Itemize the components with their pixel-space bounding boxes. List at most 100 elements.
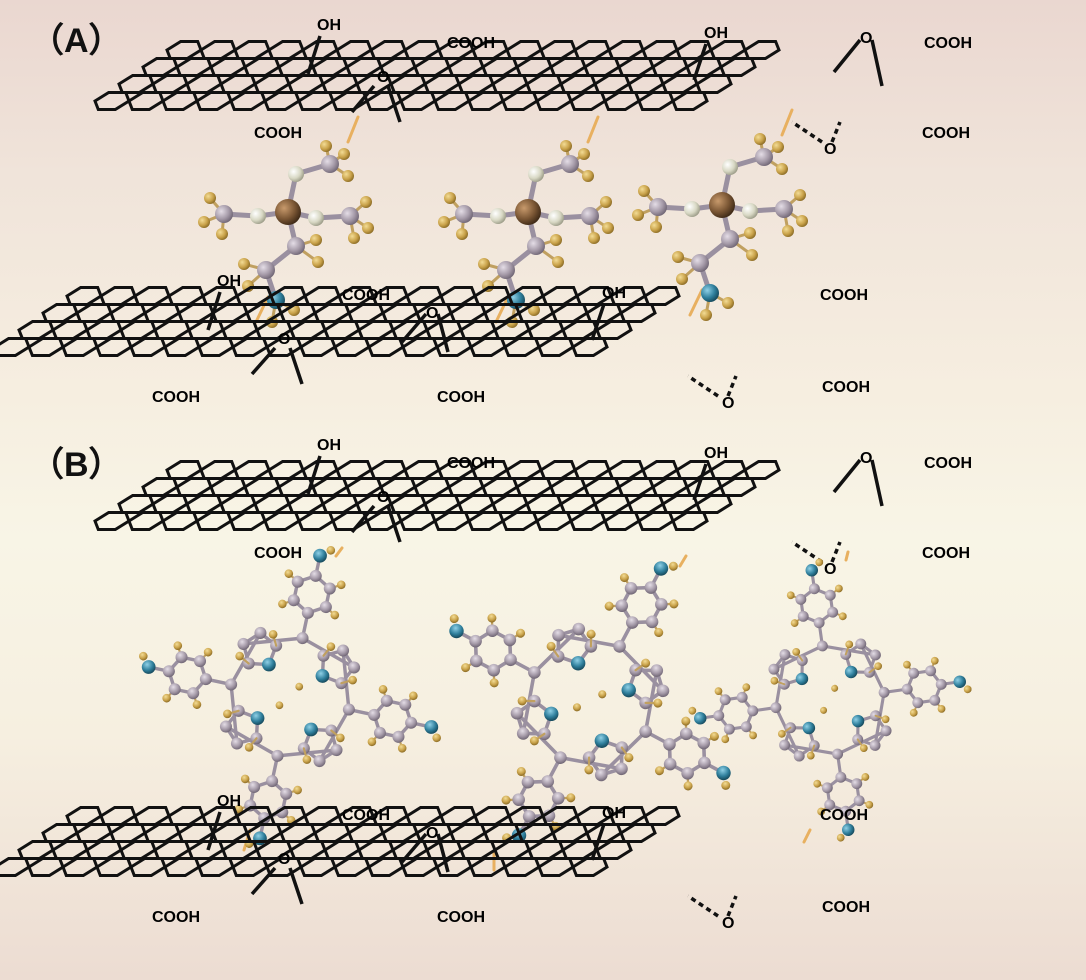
graphene-hexagon [287, 494, 325, 514]
carbon-atom [719, 694, 731, 706]
graphene-hexagon [297, 511, 335, 531]
hydrogen-atom [624, 753, 634, 763]
graphene-hexagon [335, 40, 373, 60]
graphene-hexagon [297, 91, 335, 111]
graphene-hexagon [571, 337, 609, 357]
carbon-atom [257, 261, 275, 279]
functional-group-bond [350, 84, 376, 114]
hydrogen-atom [845, 640, 854, 649]
graphene-hexagon [433, 511, 471, 531]
hydrogen-atom [859, 744, 868, 753]
functional-group-bond [791, 120, 823, 144]
graphene-hexagon [525, 494, 563, 514]
graphene-hexagon [109, 303, 147, 323]
carbon-atom [813, 617, 825, 629]
hydrogen-atom [235, 651, 244, 661]
functional-group-bond [870, 39, 884, 87]
hydrogen-atom [654, 766, 664, 776]
graphene-hexagon [263, 511, 301, 531]
graphene-hexagon [303, 806, 341, 826]
carbon-atom [851, 778, 863, 790]
graphene-hexagon [141, 57, 179, 77]
functional-group-label: OH [317, 437, 341, 454]
graphene-hexagon [539, 460, 577, 480]
molecule-layer-b [139, 546, 972, 872]
graphene-hexagon [279, 823, 317, 843]
hydrogen-atom [834, 584, 843, 593]
graphene-hexagon [439, 806, 477, 826]
graphene-hexagon [447, 477, 485, 497]
functional-group-label: OH [602, 805, 626, 822]
hydrogen-atom [794, 189, 806, 201]
carbon-atom [649, 198, 667, 216]
graphene-hexagon [525, 74, 563, 94]
atom-bond [802, 828, 812, 844]
carbon-atom [935, 678, 947, 690]
graphene-hexagon [695, 494, 733, 514]
graphene-hexagon [515, 57, 553, 77]
light-atom [250, 208, 266, 224]
carbon-atom [301, 606, 314, 619]
graphene-hexagon [399, 91, 437, 111]
graphene-hexagon [231, 857, 269, 877]
carbon-atom [237, 637, 250, 650]
graphene-hexagon [95, 337, 133, 357]
graphene-hexagon [423, 494, 461, 514]
carbon-atom [552, 628, 565, 642]
hydrogen-atom [714, 687, 723, 696]
graphene-hexagon [469, 857, 507, 877]
epoxy-oxygen-label: O [377, 69, 389, 86]
hydrogen-atom [489, 678, 499, 688]
functional-group-bond [386, 505, 402, 543]
graphene-hexagon [199, 40, 237, 60]
carbon-atom [319, 601, 332, 614]
hydrogen-atom [688, 706, 697, 715]
graphene-hexagon [253, 494, 291, 514]
graphene-hexagon [95, 857, 133, 877]
hydrogen-atom [293, 785, 302, 795]
epoxy-oxygen-label: O [426, 825, 438, 842]
hydrogen-atom [672, 251, 684, 263]
carbon-atom [855, 638, 867, 650]
linker-molecule [438, 115, 614, 328]
carbon-atom [373, 726, 386, 739]
hydrogen-atom [632, 209, 644, 221]
hydrogen-atom [838, 612, 847, 621]
graphene-hexagon [347, 303, 385, 323]
graphene-hexagon [109, 823, 147, 843]
graphene-hexagon [153, 840, 191, 860]
graphene-hexagon [185, 494, 223, 514]
graphene-hexagon [335, 460, 373, 480]
hydrogen-atom [792, 647, 801, 656]
graphene-hexagon [27, 337, 65, 357]
hydrogen-atom [777, 729, 786, 738]
carbon-atom [199, 673, 212, 686]
nitrogen-atom [805, 563, 819, 577]
graphene-hexagon [719, 57, 757, 77]
atom-bond [780, 108, 794, 137]
carbon-atom [908, 667, 920, 679]
hydrogen-atom [517, 696, 527, 706]
hydrogen-atom [320, 140, 332, 152]
hydrogen-atom [881, 715, 890, 724]
light-atom [308, 210, 324, 226]
hydrogen-atom [295, 682, 304, 691]
hydrogen-atom [203, 647, 213, 657]
graphene-hexagon [313, 823, 351, 843]
panel-a-label: （A） [30, 21, 123, 60]
functional-group-label: COOH [254, 545, 302, 562]
epoxy-oxygen-label: O [824, 561, 836, 578]
carbon-atom [736, 691, 748, 703]
carbon-atom [840, 805, 852, 817]
linker-molecule [632, 108, 808, 321]
graphene-hexagon [573, 40, 611, 60]
carbon-atom [309, 569, 322, 582]
graphene-hexagon [133, 286, 171, 306]
nitrogen-atom [701, 284, 719, 302]
graphene-hexagon [571, 857, 609, 877]
graphene-hexagon [641, 460, 679, 480]
functional-group-label: COOH [152, 909, 200, 926]
graphene-hexagon [165, 40, 203, 60]
epoxy-oxygen-label: O [824, 141, 836, 158]
carbon-atom [313, 755, 326, 768]
